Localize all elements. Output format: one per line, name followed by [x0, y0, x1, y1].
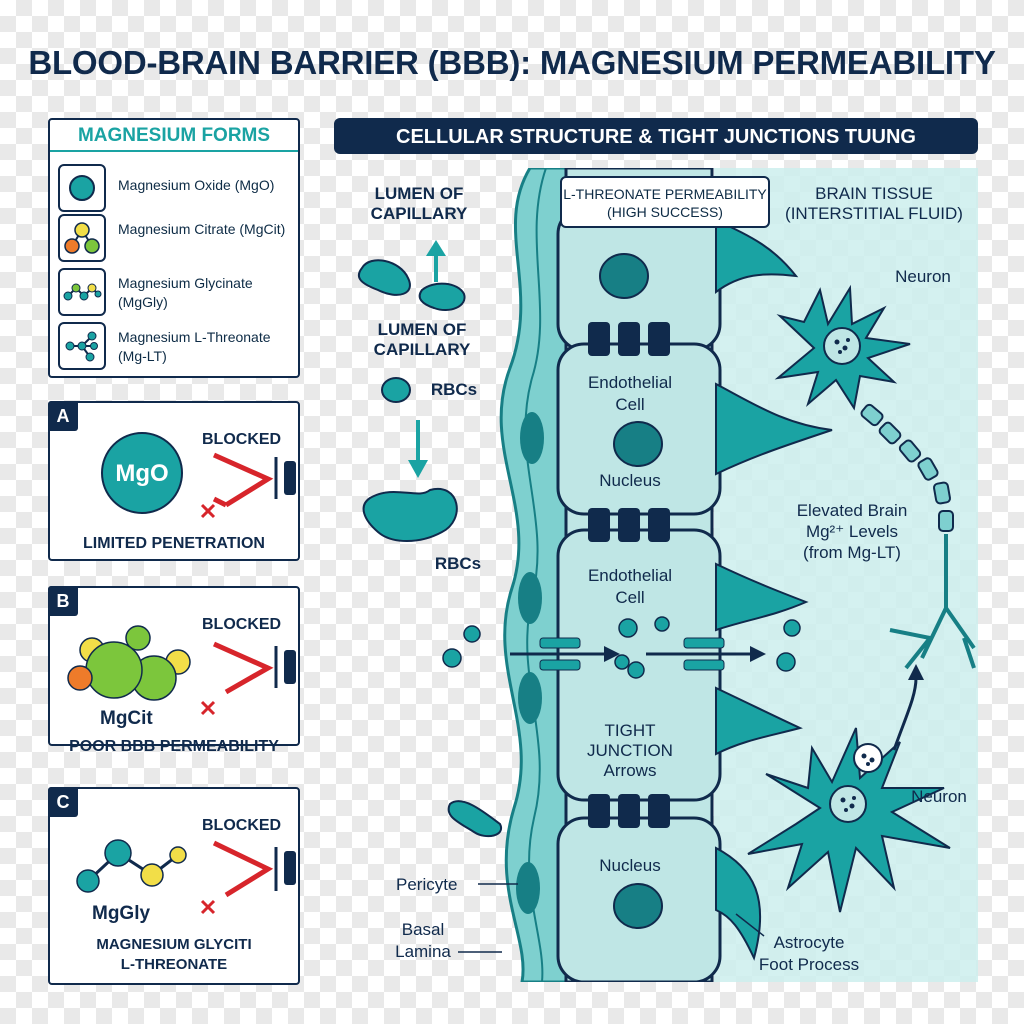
- bbb-diagram: L-THREONATE PERMEABILITY (HIGH SUCCESS) …: [334, 168, 980, 982]
- panel-b-mgcit: B BLOCKED MgCit POOR BBB PERMEABILITY: [48, 586, 300, 755]
- legend-label-mgcit: Magnesium Citrate (MgCit): [118, 221, 286, 237]
- magnesium-forms-legend: MAGNESIUM FORMS Magnesium Oxide (MgO) Ma…: [48, 118, 300, 378]
- molecule-label: MgCit: [100, 708, 153, 729]
- tight-junction-line3: Arrows: [603, 761, 657, 780]
- permeability-callout: L-THREONATE PERMEABILITY (HIGH SUCCESS): [560, 176, 770, 228]
- tight-junction-label: TIGHT JUNCTION Arrows: [570, 721, 690, 781]
- neuron-label-bottom: Neuron: [911, 787, 967, 806]
- page-title: BLOOD-BRAIN BARRIER (BBB): MAGNESIUM PER…: [28, 44, 996, 81]
- panel-caption-line2: L-THREONATE: [120, 956, 228, 973]
- nucleus-label-2: Nucleus: [599, 856, 661, 875]
- panel-c-mggly: C BLOCKED MgGly MAGNESIUM GLYCITI L-THRE…: [48, 787, 300, 985]
- astrocyte-label: Astrocyte Foot Process: [744, 932, 874, 976]
- legend-item-mggly: Magnesium Glycinate (MgGly): [58, 268, 290, 316]
- tight-junction-line2: JUNCTION: [587, 741, 673, 760]
- pericyte-label: Pericyte: [396, 875, 458, 894]
- panel-caption: POOR BBB PERMEABILITY: [69, 738, 279, 755]
- permeability-callout-line2: (HIGH SUCCESS): [607, 204, 723, 220]
- legend-item-mgo: Magnesium Oxide (MgO): [58, 164, 290, 212]
- tight-junction-line1: TIGHT: [604, 721, 656, 740]
- elevated-mg-line3: (from Mg-LT): [803, 543, 901, 562]
- molecule-label: MgGly: [92, 903, 151, 924]
- elevated-mg-line2: Mg²⁺ Levels: [805, 522, 899, 541]
- rbcs-label: RBCs: [430, 380, 478, 399]
- single-sphere-icon: [58, 164, 106, 212]
- permeability-callout-line1: L-THREONATE PERMEABILITY: [563, 186, 767, 202]
- elevated-mg-label: Elevated Brain Mg²⁺ Levels (from Mg-LT): [772, 500, 932, 563]
- panel-a-mgo: A MgO BLOCKED LIMITED PENETRATION: [48, 401, 300, 561]
- neuron-label-top: Neuron: [895, 267, 951, 286]
- astrocyte-line1: Astrocyte: [773, 933, 845, 952]
- legend-item-mglt: Magnesium L-Threonate (Mg-LT): [58, 322, 290, 370]
- elevated-mg-line1: Elevated Brain: [796, 501, 908, 520]
- endothelial-cell-label-2: Endothelial Cell: [570, 565, 690, 609]
- mggly-blocked-illustration: [76, 839, 296, 915]
- basal-lamina-line1: Basal: [401, 920, 445, 939]
- panel-letter: A: [48, 401, 78, 431]
- chain-molecule-icon: [58, 268, 106, 316]
- panel-letter: C: [48, 787, 78, 817]
- basal-lamina-line2: Lamina: [395, 942, 451, 961]
- rbcs-label-lower: RBCs: [434, 554, 482, 573]
- nucleus-label-1: Nucleus: [599, 471, 661, 490]
- legend-label-mggly: Magnesium Glycinate (MgGly): [118, 275, 253, 310]
- endothelial-cell-label-1: Endothelial Cell: [570, 372, 690, 416]
- basal-lamina-label: Basal Lamina: [388, 919, 458, 963]
- three-sphere-molecule-icon: [58, 214, 106, 262]
- panel-caption: LIMITED PENETRATION: [83, 535, 265, 552]
- brain-tissue-label: BRAIN TISSUE (INTERSTITIAL FLUID): [774, 184, 974, 224]
- endothelial-cell-1-line2: Cell: [615, 395, 645, 414]
- legend-label-mglt: Magnesium L-Threonate (Mg-LT): [118, 329, 271, 364]
- molecule-label: MgO: [115, 460, 169, 487]
- blocked-label: BLOCKED: [202, 616, 282, 633]
- lumen-label-mid: LUMEN OF CAPILLARY: [373, 320, 471, 359]
- branched-molecule-icon: [58, 322, 106, 370]
- legend-heading: MAGNESIUM FORMS: [50, 120, 298, 152]
- astrocyte-line2: Foot Process: [758, 955, 860, 974]
- panel-letter: B: [48, 586, 78, 616]
- legend-label-mgo: Magnesium Oxide (MgO): [118, 177, 275, 193]
- panel-caption-line1: MAGNESIUM GLYCITI: [96, 936, 252, 953]
- blocked-label: BLOCKED: [202, 817, 282, 834]
- section-banner: CELLULAR STRUCTURE & TIGHT JUNCTIONS TUU…: [334, 118, 978, 154]
- endothelial-cell-1-line1: Endothelial: [587, 373, 673, 392]
- brain-tissue-subtitle: (INTERSTITIAL FLUID): [785, 204, 963, 223]
- endothelial-cell-2-line1: Endothelial: [587, 566, 673, 585]
- legend-item-mgcit: Magnesium Citrate (MgCit): [58, 214, 290, 262]
- mgo-blocked-illustration: [101, 432, 296, 519]
- blocked-label: BLOCKED: [202, 431, 282, 448]
- lumen-label-top: LUMEN OF CAPILLARY: [370, 184, 468, 223]
- brain-tissue-title: BRAIN TISSUE: [815, 184, 933, 203]
- mgcit-blocked-illustration: [67, 625, 296, 716]
- bbb-illustration: [357, 168, 978, 982]
- endothelial-cell-2-line2: Cell: [615, 588, 645, 607]
